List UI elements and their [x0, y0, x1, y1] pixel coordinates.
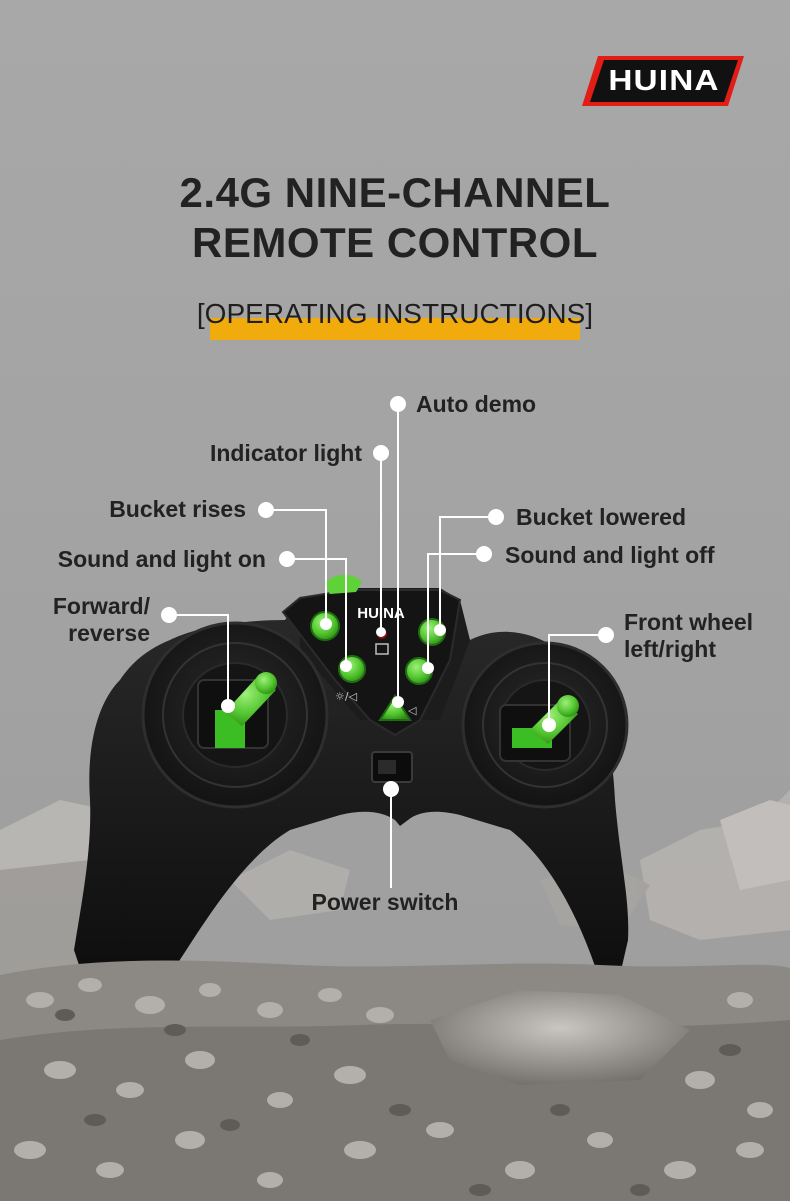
title-line-1: 2.4G NINE-CHANNEL: [179, 169, 611, 216]
label-sound-light-off: Sound and light off: [505, 542, 715, 568]
gravel-ground: [0, 960, 790, 1201]
subtitle: [OPERATING INSTRUCTIONS]: [196, 298, 594, 329]
svg-text:◁: ◁: [408, 704, 417, 717]
label-forward-reverse: Forward/ reverse: [20, 593, 150, 647]
label-power-switch: Power switch: [311, 889, 459, 915]
logo-plate: [590, 60, 738, 102]
title-line-2: REMOTE CONTROL: [192, 219, 598, 266]
label-indicator-light: Indicator light: [209, 440, 362, 466]
remote-controller: ☼/◁ ◁: [74, 574, 629, 975]
svg-text:☼/◁: ☼/◁: [335, 690, 358, 703]
callout-lines: [169, 404, 606, 888]
controller-logo: HUINA: [357, 605, 405, 622]
page-title: 2.4G NINE-CHANNEL REMOTE CONTROL: [0, 168, 790, 268]
label-front-wheel-line-2: left/right: [624, 636, 716, 662]
label-front-wheel: Front wheel left/right: [624, 609, 753, 663]
label-forward-reverse-line-1: Forward/: [52, 593, 150, 619]
label-auto-demo: Auto demo: [416, 391, 537, 417]
subtitle-highlight: [210, 318, 580, 340]
label-bucket-rises: Bucket rises: [109, 496, 246, 522]
label-front-wheel-line-1: Front wheel: [624, 609, 754, 635]
callout-dots: [161, 396, 614, 797]
label-forward-reverse-line-2: reverse: [68, 620, 150, 646]
label-sound-light-on: Sound and light on: [57, 546, 266, 572]
label-bucket-lowered: Bucket lowered: [516, 504, 686, 530]
brand-logo: HUINA: [608, 65, 720, 97]
